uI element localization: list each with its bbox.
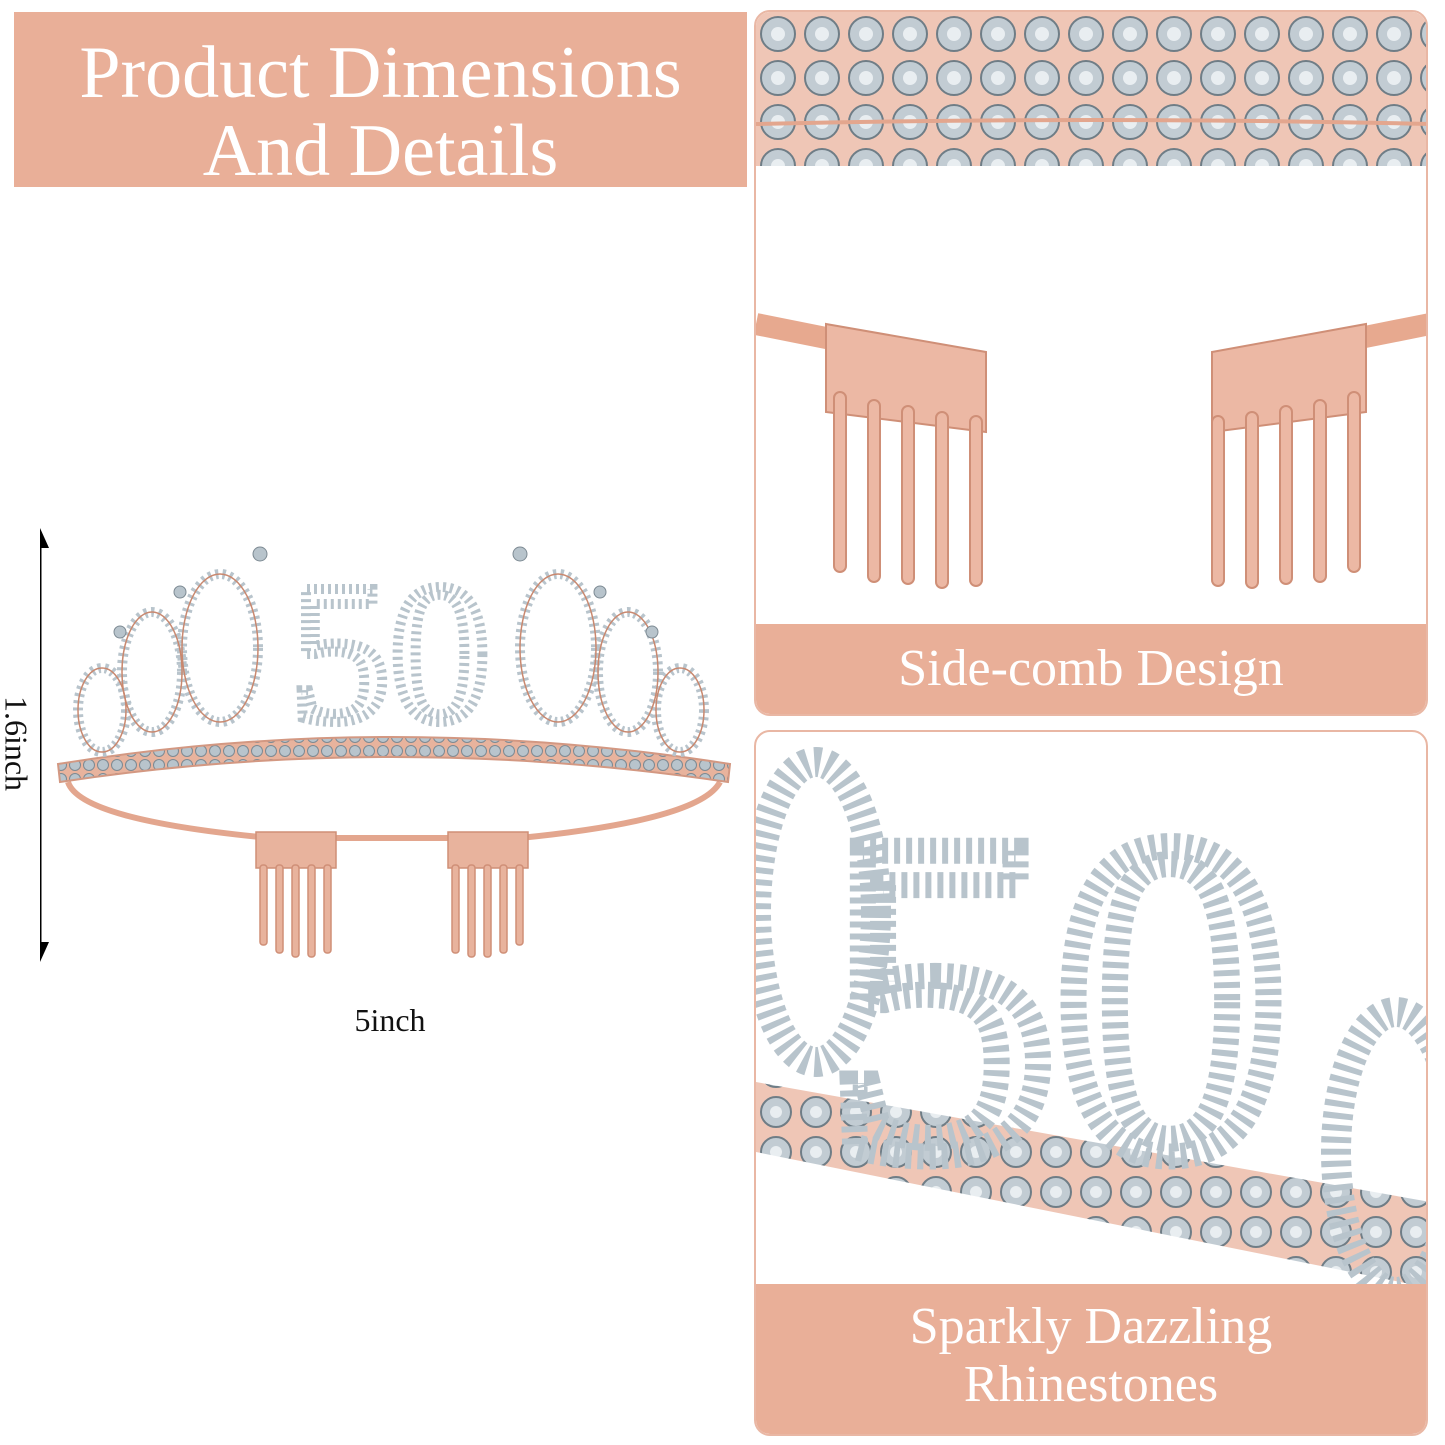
title-banner: Product Dimensions And Details <box>14 12 747 192</box>
rhinestones-panel: 50 Sparkly Dazzling Rhinestones <box>754 730 1428 1436</box>
closeup-loops <box>756 747 1426 1288</box>
right-comb <box>447 831 529 958</box>
height-arrow <box>40 528 49 962</box>
rhinestones-closeup: 50 <box>756 732 1426 1288</box>
height-label: 1.6inch <box>0 695 35 792</box>
rhinestones-caption-line-1: Sparkly Dazzling <box>909 1298 1273 1355</box>
side-comb-caption-text: Side-comb Design <box>898 640 1284 697</box>
tiara-number: 50 <box>290 543 490 764</box>
title-line-2: And Details <box>202 110 559 192</box>
side-comb-closeup <box>756 12 1426 589</box>
rhinestones-caption-line-2: Rhinestones <box>963 1356 1219 1413</box>
tiara-loop-frames <box>77 573 705 753</box>
closeup-left-comb <box>825 322 987 589</box>
closeup-right-comb <box>1211 322 1367 589</box>
side-comb-panel: Side-comb Design <box>754 10 1428 716</box>
top-gems <box>113 546 659 639</box>
closeup-number: 50 <box>826 742 1286 1252</box>
tiara-illustration: 50 <box>40 528 732 962</box>
rhinestones-caption: Sparkly Dazzling Rhinestones <box>756 1284 1426 1434</box>
title-line-1: Product Dimensions <box>79 32 682 114</box>
rhinestone-band <box>56 736 732 784</box>
headband <box>65 780 723 841</box>
width-label: 5inch <box>354 1002 426 1038</box>
side-comb-caption: Side-comb Design <box>756 624 1426 714</box>
left-comb <box>255 831 337 958</box>
